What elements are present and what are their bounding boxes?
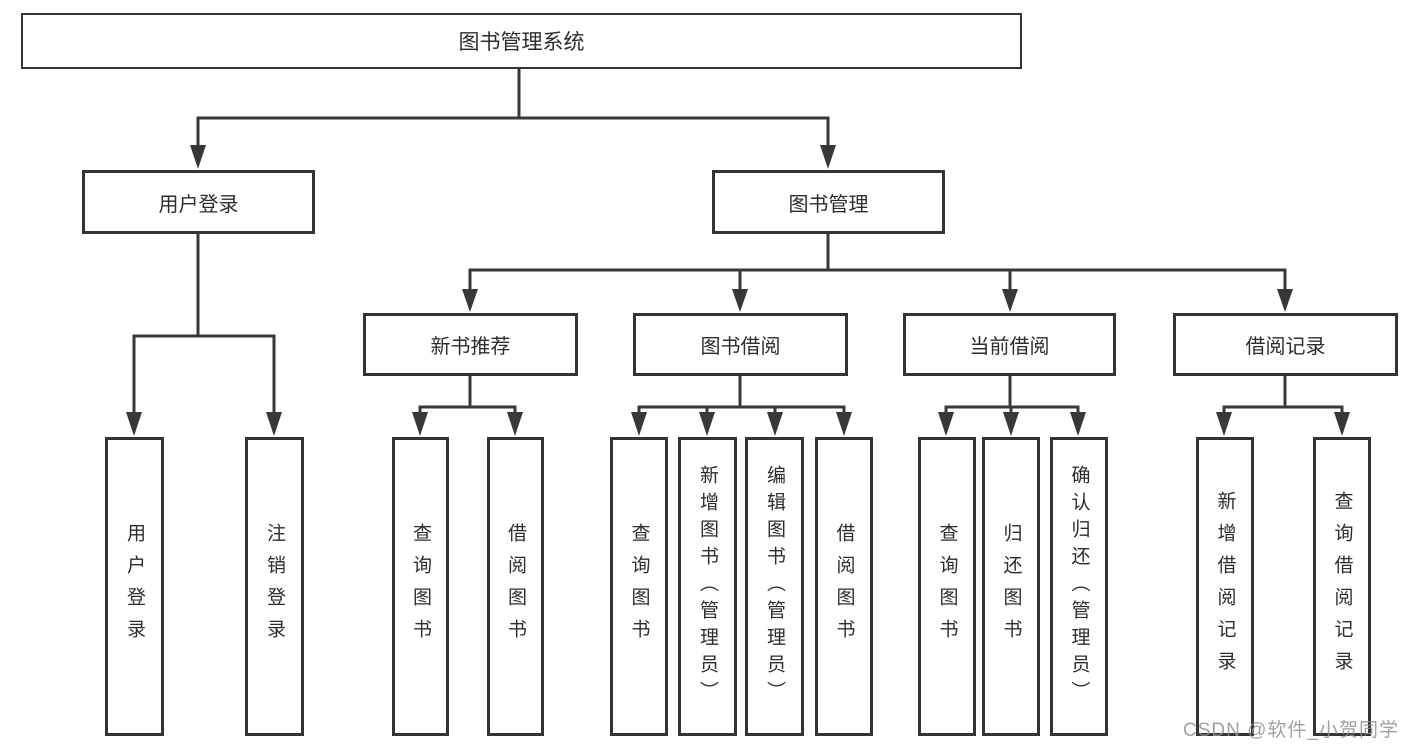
arrow-icon (631, 412, 647, 436)
connector-current (944, 372, 1080, 415)
arrow-icon (836, 412, 852, 436)
node-label: 图书管理 (788, 193, 869, 216)
node-label: 新增借阅记录 (1214, 490, 1236, 683)
node-label: 图书借阅 (700, 336, 781, 358)
arrow-icon (507, 412, 523, 436)
node-query-book-3: 查询图书 (918, 437, 976, 736)
node-book-management: 图书管理 (712, 170, 945, 234)
node-label: 编辑图书（管理员） (764, 465, 785, 708)
node-library-system: 图书管理系统 (21, 13, 1022, 69)
node-edit-book-admin: 编辑图书（管理员） (745, 437, 804, 736)
node-return-book: 归还图书 (982, 437, 1040, 736)
node-query-borrow-record: 查询借阅记录 (1313, 437, 1371, 736)
arrowheads (126, 145, 1350, 436)
node-label: 用户登录 (124, 522, 145, 651)
arrow-icon (266, 412, 282, 436)
arrow-icon (1003, 412, 1019, 436)
arrow-icon (732, 289, 748, 312)
arrow-icon (699, 412, 715, 436)
node-borrow-record: 借阅记录 (1173, 313, 1398, 376)
arrow-icon (1277, 289, 1293, 312)
node-label: 查询图书 (628, 522, 650, 651)
node-label: 借阅图书 (505, 522, 526, 651)
connector-user-login (132, 231, 276, 415)
csdn-watermark: CSDN @软件_小贺同学 (1183, 720, 1399, 741)
arrow-icon (190, 145, 206, 169)
connector-new-book (418, 374, 517, 415)
node-label: 确认归还（管理员） (1068, 465, 1090, 708)
node-label: 查询图书 (936, 522, 958, 651)
node-label: 查询借阅记录 (1331, 490, 1353, 683)
arrow-icon (1216, 412, 1232, 436)
connector-root (196, 66, 830, 148)
node-book-borrow: 图书借阅 (633, 313, 848, 376)
node-label: 归还图书 (1000, 522, 1022, 651)
node-borrow-book-2: 借阅图书 (815, 437, 873, 736)
node-label: 当前借阅 (969, 336, 1050, 358)
node-user-login: 用户登录 (82, 170, 315, 234)
node-label: 借阅图书 (833, 522, 855, 651)
node-label: 新增图书（管理员） (697, 465, 718, 708)
node-label: 新书推荐 (430, 336, 511, 358)
node-add-borrow-record: 新增借阅记录 (1196, 437, 1254, 736)
node-query-book-1: 查询图书 (392, 437, 449, 736)
connector-borrow (637, 372, 846, 415)
arrow-icon (412, 412, 428, 436)
node-label: 注销登录 (264, 522, 285, 651)
node-user-login-leaf: 用户登录 (105, 437, 164, 736)
arrow-icon (1002, 289, 1018, 312)
node-current-borrow: 当前借阅 (903, 313, 1116, 376)
arrow-icon (1070, 412, 1086, 436)
arrow-icon (820, 145, 836, 169)
node-label: 用户登录 (158, 193, 239, 216)
node-confirm-return-admin: 确认归还（管理员） (1050, 437, 1108, 736)
connector-record (1222, 372, 1344, 415)
node-label: 借阅记录 (1245, 336, 1326, 358)
connector-book-mgmt (468, 231, 1287, 292)
node-new-book-recommend: 新书推荐 (363, 313, 578, 376)
node-add-book-admin: 新增图书（管理员） (678, 437, 737, 736)
node-query-book-2: 查询图书 (610, 437, 668, 736)
arrow-icon (938, 412, 954, 436)
node-logout-leaf: 注销登录 (245, 437, 304, 736)
arrow-icon (126, 412, 142, 436)
arrow-icon (767, 412, 783, 436)
node-borrow-book-1: 借阅图书 (487, 437, 544, 736)
node-label: 查询图书 (410, 522, 431, 651)
arrow-icon (462, 289, 478, 312)
arrow-icon (1334, 412, 1350, 436)
node-label: 图书管理系统 (458, 31, 585, 54)
